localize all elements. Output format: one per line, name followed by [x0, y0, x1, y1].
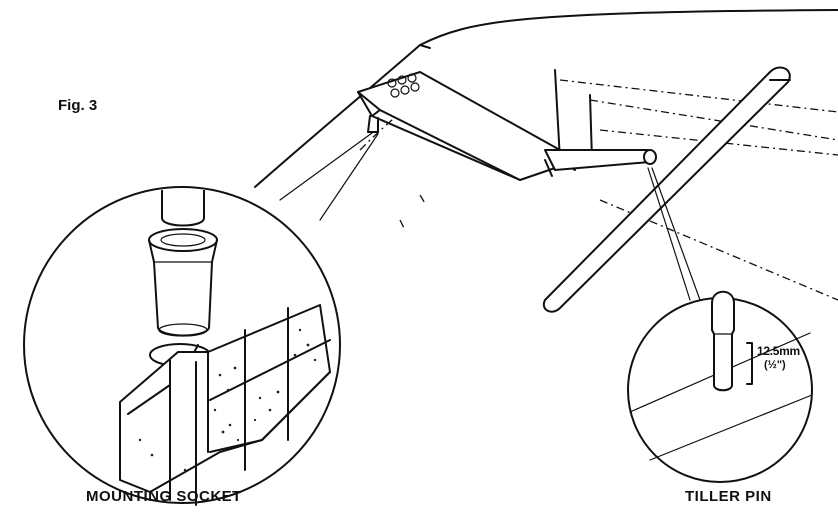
mounting-socket-caption: MOUNTING SOCKET: [86, 488, 242, 505]
pin-height-dimension: 12.5mm: [757, 344, 800, 358]
magnifier-leaders: [279, 132, 701, 301]
autopilot-unit: [357, 71, 657, 181]
mounting-socket-detail: [23, 186, 341, 506]
figure-number: Fig. 3: [58, 97, 98, 114]
tiller: [542, 66, 791, 313]
pin-height-imperial: (½"): [764, 359, 786, 371]
tiller-pin-caption: TILLER PIN: [685, 488, 772, 505]
core-stipple: [138, 328, 317, 472]
keypad-buttons: [387, 73, 420, 98]
tiller-pin-detail: [627, 290, 813, 483]
